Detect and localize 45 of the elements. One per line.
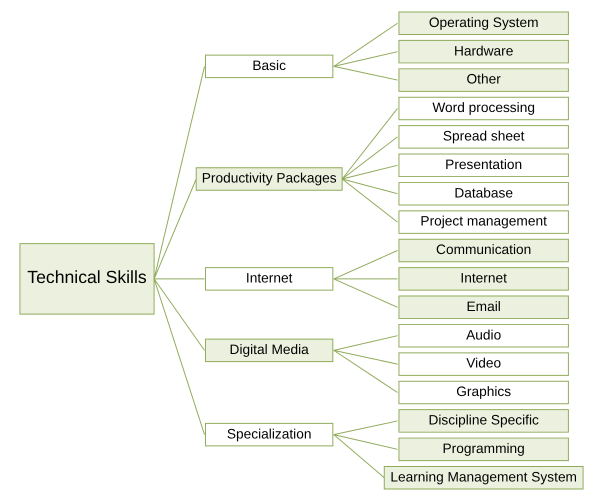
node-box: Internet — [205, 267, 334, 291]
node-box: Digital Media — [205, 338, 334, 362]
connector — [333, 350, 398, 365]
node-box: Productivity Packages — [196, 167, 343, 191]
connector — [154, 278, 206, 436]
connector — [154, 278, 206, 280]
connector — [333, 278, 398, 280]
node-box: Email — [398, 296, 569, 320]
node-box: Word processing — [398, 96, 569, 120]
connector — [333, 434, 398, 450]
connector — [333, 335, 398, 351]
node-box: Project management — [398, 210, 569, 234]
connector — [154, 278, 206, 351]
node-box: Technical Skills — [19, 243, 155, 315]
node-box: Video — [398, 352, 569, 376]
node-box: Basic — [205, 54, 334, 78]
node-box: Audio — [398, 324, 569, 348]
node-box: Communication — [398, 238, 569, 262]
connector — [333, 250, 398, 280]
node-box: Other — [398, 68, 569, 92]
node-box: Spread sheet — [398, 125, 569, 149]
connector — [333, 350, 398, 393]
connector — [342, 164, 398, 180]
node-box: Presentation — [398, 154, 569, 178]
node-box: Hardware — [398, 40, 569, 64]
connector — [333, 420, 398, 436]
node-box: Database — [398, 182, 569, 206]
connector — [154, 178, 197, 280]
node-box: Specialization — [205, 422, 334, 446]
connector — [154, 66, 206, 280]
connector — [333, 66, 398, 81]
connector — [333, 434, 385, 478]
node-box: Discipline Specific — [398, 409, 569, 433]
connector — [342, 178, 398, 194]
node-box: Programming — [398, 438, 569, 462]
connector — [342, 136, 398, 180]
connector — [333, 22, 398, 67]
connector — [333, 51, 398, 67]
node-box: Graphics — [398, 380, 569, 404]
node-box: Internet — [398, 267, 569, 291]
connector — [342, 108, 398, 180]
connector — [333, 278, 398, 308]
node-box: Operating System — [398, 12, 569, 36]
connector — [342, 178, 398, 223]
node-box: Learning Management System — [384, 466, 584, 490]
